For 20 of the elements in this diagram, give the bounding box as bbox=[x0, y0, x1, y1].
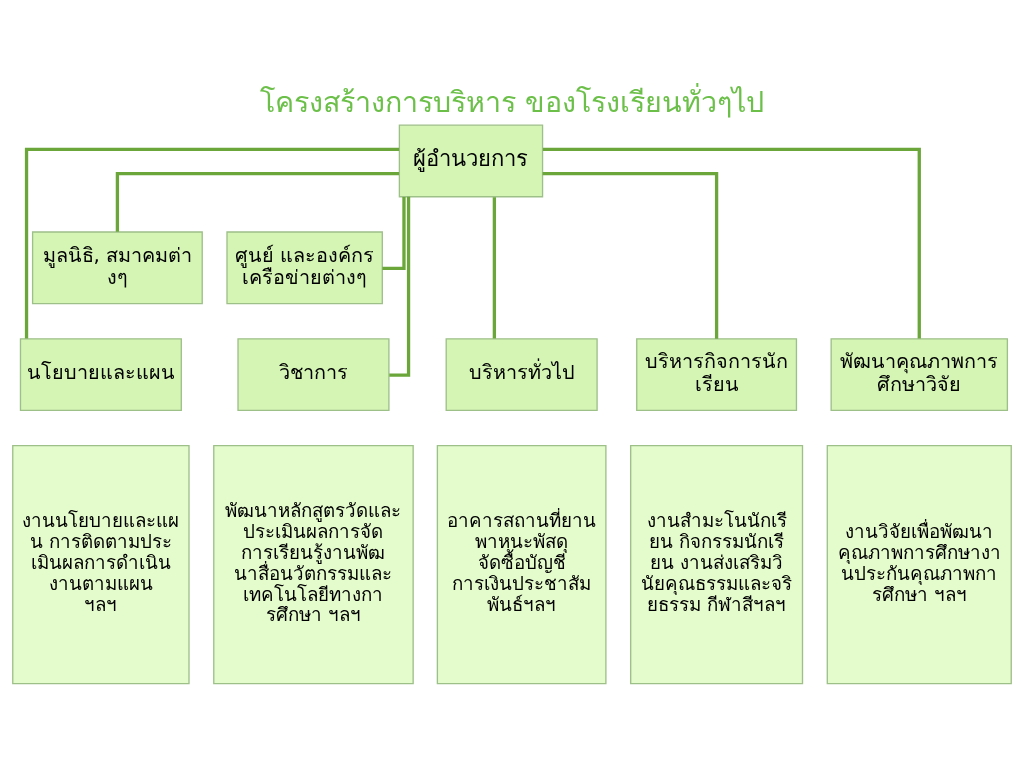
node-box: งานนโยบายและแผน การติดตามประเมินผลการดำเนินงานตามแผน ฯลฯ bbox=[12, 445, 190, 685]
node-box: พัฒนาหลักสูตรวัดและประเมินผลการจัดการเรียนรู้งานพัฒนาสื่อนวัตกรรมและเทคโนโลยีทางการศึกษา ฯลฯ bbox=[213, 445, 414, 685]
node-box: อาคารสถานที่ยานพาหนะพัสดุ จัดซื้อบัญชี การเงินประชาสัมพันธ์ฯลฯ bbox=[436, 445, 607, 685]
node-box: บริหารทั่วไป bbox=[445, 338, 598, 412]
connector bbox=[24, 147, 400, 339]
connector bbox=[382, 197, 406, 270]
connector bbox=[115, 171, 399, 232]
node-box: ศูนย์ และองค์กรเครือข่ายต่างๆ bbox=[226, 231, 383, 305]
node-box: บริหารกิจการนักเรียน bbox=[636, 338, 798, 412]
connector bbox=[542, 171, 719, 339]
node-box: มูลนิธิ, สมาคมต่างๆ bbox=[31, 231, 203, 305]
node-box: พัฒนาคุณภาพการศึกษาวิจัย bbox=[830, 338, 1009, 412]
node-box: งานวิจัยเพื่อพัฒนาคุณภาพการศึกษางานประกันคุณภาพการศึกษา ฯลฯ bbox=[826, 445, 1012, 685]
node-box: นโยบายและแผน bbox=[19, 338, 182, 412]
connector bbox=[492, 197, 497, 339]
node-box: งานสำมะโนนักเรียน กิจกรรมนักเรียน งานส่งเสริมวินัยคุณธรรมและจริยธรรม กีฬาสีฯลฯ bbox=[630, 445, 804, 685]
node-box: วิชาการ bbox=[237, 338, 390, 412]
connector bbox=[543, 147, 921, 339]
node-box: ผู้อำนวยการ bbox=[398, 124, 544, 198]
diagram-title: โครงสร้างการบริหาร ของโรงเรียนทั่วๆไป bbox=[259, 84, 765, 119]
